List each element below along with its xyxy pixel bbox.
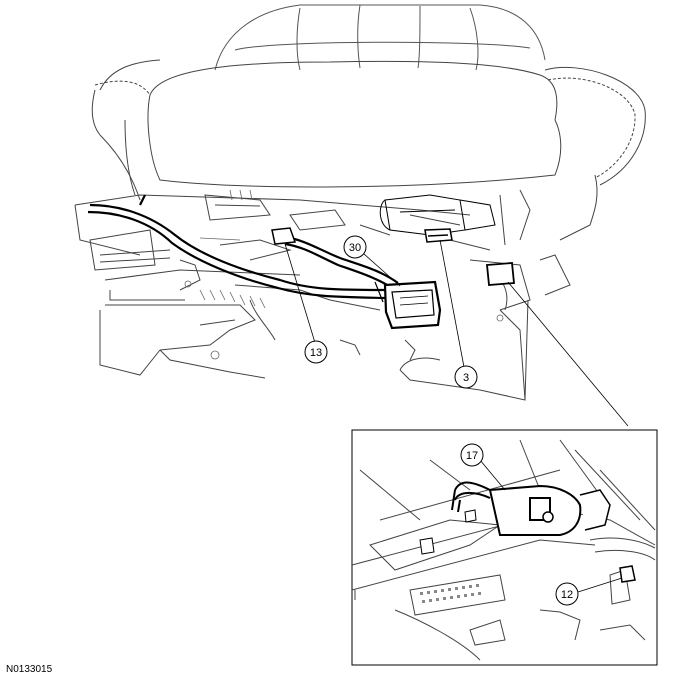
wiring-harness — [87, 194, 399, 300]
figure-id: N0133015 — [6, 664, 53, 675]
svg-text:30: 30 — [349, 242, 361, 254]
inset-connector-17 — [488, 484, 611, 536]
inset-vent-pattern — [420, 584, 481, 603]
inset-clips — [419, 509, 477, 555]
callout-3: 3 — [454, 365, 478, 389]
seat-back — [214, 4, 546, 71]
svg-text:3: 3 — [463, 372, 469, 384]
callout-13: 13 — [304, 340, 328, 364]
connector-17-main — [486, 262, 515, 286]
leader-lines — [284, 239, 629, 427]
svg-text:17: 17 — [466, 450, 478, 462]
inset-connector-12 — [619, 565, 636, 583]
connector-13 — [271, 227, 297, 245]
svg-text:12: 12 — [561, 589, 573, 601]
callout-30: 30 — [343, 235, 367, 259]
seat-cushion — [91, 59, 646, 241]
seat-motor — [379, 194, 496, 236]
seat-frame — [74, 189, 571, 401]
connector-30 — [374, 280, 442, 330]
connector-3 — [424, 228, 453, 243]
inset-wire — [451, 481, 491, 513]
callout-17: 17 — [460, 443, 484, 467]
svg-text:13: 13 — [310, 347, 322, 359]
inset-detail: 17 12 — [351, 429, 658, 666]
callout-12: 12 — [555, 582, 579, 606]
frame-details — [184, 189, 504, 360]
